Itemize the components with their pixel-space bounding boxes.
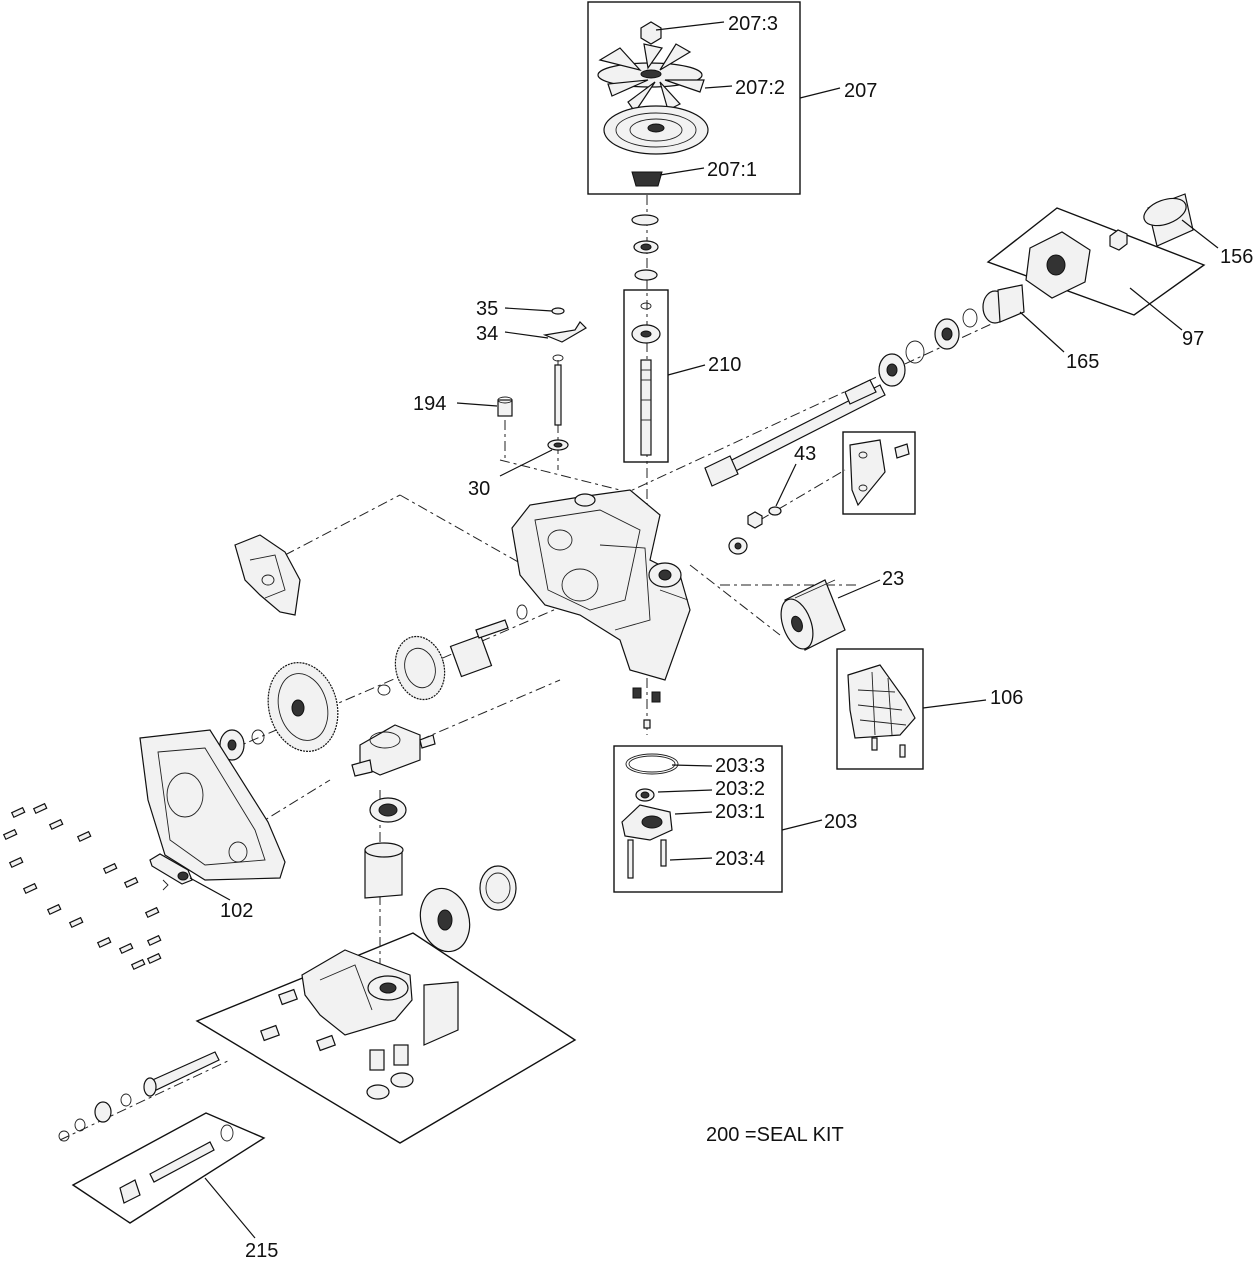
callout-203-1: 203:1 [715,801,765,823]
callout-194: 194 [413,393,446,415]
left-cover-plate [234,534,301,616]
callout-106: 106 [990,687,1023,709]
callout-labels: 207:3 207:2 207 207:1 156 97 165 35 34 2… [220,13,1253,1262]
centerline-pin-2 [499,459,621,491]
left-housing-half [139,729,286,881]
leader-lines [189,21,1219,1239]
fan-pulley-assembly [597,21,709,187]
callout-207-3: 207:3 [728,13,778,35]
callout-156: 156 [1220,246,1253,268]
filter-23 [780,579,846,651]
callout-215: 215 [245,1240,278,1262]
kit-box-106 [836,648,924,770]
callout-102: 102 [220,900,253,922]
callout-43: 43 [794,443,816,465]
vertical-shaft-parts [631,214,661,456]
callout-34: 34 [476,323,498,345]
kit-215-parts [119,1124,234,1204]
kit-box-203 [613,745,783,893]
swashplate-parts [351,724,517,953]
main-housing [511,489,691,729]
guard-106 [847,664,916,758]
control-arm-parts [497,307,587,451]
callout-210: 210 [708,354,741,376]
callout-35: 35 [476,298,498,320]
callout-203: 203 [824,811,857,833]
centerline-shaft-low [59,1059,231,1141]
callout-203-3: 203:3 [715,755,765,777]
seal-parts-43 [728,439,910,555]
kit-box-210 [623,289,669,463]
callout-165: 165 [1066,351,1099,373]
callout-207-1: 207:1 [707,159,757,181]
callout-207-2: 207:2 [735,77,785,99]
callout-97: 97 [1182,328,1204,350]
gears [219,604,528,761]
kit-box-215 [71,1112,266,1224]
pump-housing [260,949,459,1100]
kit-box-pump [195,932,577,1144]
callout-30: 30 [468,478,490,500]
centerline-plate [419,679,561,741]
input-shaft [58,1051,220,1142]
arm-102 [149,853,193,891]
centerline-cover-2 [399,494,551,581]
axle-assembly [704,193,1194,487]
callout-203-2: 203:2 [715,778,765,800]
callout-203-4: 203:4 [715,848,765,870]
pump-kit-203-parts [621,753,679,879]
kit-box-97 [986,207,1206,316]
callout-207: 207 [844,80,877,102]
centerline-cover [284,494,401,556]
seal-kit-note: 200 =SEAL KIT [706,1124,844,1146]
kit-box-43 [842,431,916,515]
centerline-axle [599,319,1001,506]
centerline-filter [689,564,781,636]
bolts [2,802,162,971]
callout-23: 23 [882,568,904,590]
